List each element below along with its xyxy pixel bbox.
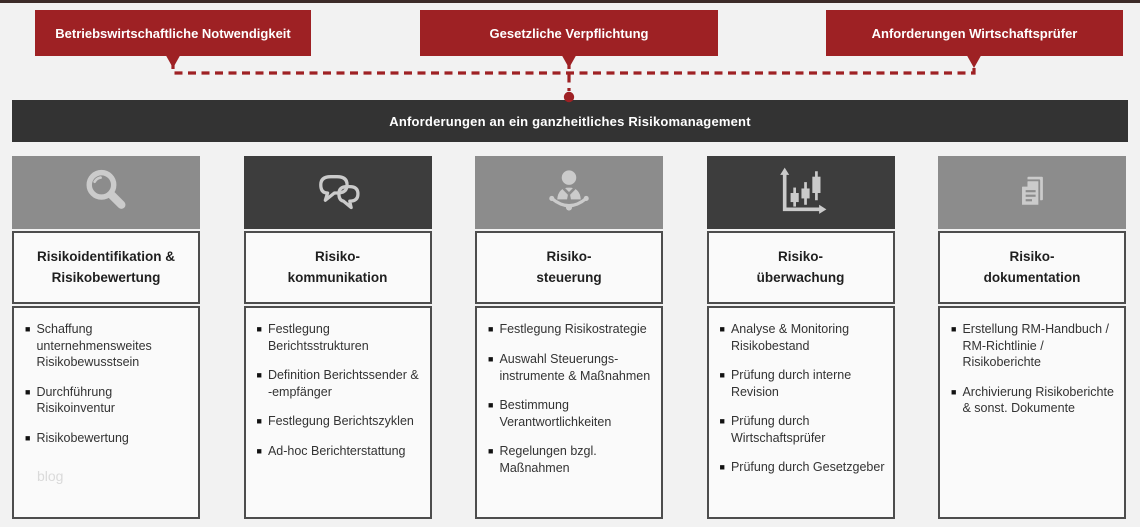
list-item: ■ Schaffung unternehmensweites Risikobew… <box>25 321 190 371</box>
person-icon <box>549 169 589 211</box>
list-item: ■ Festlegung Berichtsstrukturen <box>257 321 422 354</box>
requirement-box: Gesetzliche Verpflichtung <box>420 10 718 56</box>
banner: Anforderungen an ein ganzheitliches Risi… <box>12 100 1128 142</box>
process-columns: Risikoidentifikation & Risikobewertung ■… <box>12 156 1126 519</box>
column-title: Risiko- steuerung <box>475 231 663 304</box>
list-item-text: Regelungen bzgl. Maßnahmen <box>499 444 597 475</box>
column-bullet-list: ■ Festlegung Risikostrategie ■ Auswahl S… <box>475 306 663 519</box>
list-item: ■ Erstellung RM-Handbuch / RM-Richtlinie… <box>951 321 1116 371</box>
requirement-box: Betriebswirtschaftliche Notwendigkeit <box>35 10 311 56</box>
list-item-text: Auswahl Steuerungs-instrumente & Maßnahm… <box>499 352 651 383</box>
column-title: Risikoidentifikation & Risikobewertung <box>12 231 200 304</box>
bullet-icon: ■ <box>488 400 494 411</box>
list-item: ■ Auswahl Steuerungs-instrumente & Maßna… <box>488 351 653 384</box>
process-column: Risiko- kommunikation ■ Festlegung Beric… <box>243 156 432 519</box>
bullet-icon: ■ <box>25 386 31 397</box>
list-item: ■ Analyse & Monitoring Risikobestand <box>720 321 885 354</box>
list-item-text: Festlegung Berichtsstrukturen <box>267 322 369 353</box>
column-bullet-list: ■ Schaffung unternehmensweites Risikobew… <box>12 306 200 519</box>
bullet-icon: ■ <box>719 324 725 334</box>
list-item-text: Festlegung Risikostrategie <box>499 322 647 336</box>
list-item-text: Risikobewertung <box>36 430 129 445</box>
requirement-box-label: Betriebswirtschaftliche Notwendigkeit <box>55 25 291 41</box>
column-icon-header <box>12 156 200 229</box>
list-item-text: Archivierung Risikoberichte & sonst. Dok… <box>962 384 1114 416</box>
list-item: ■ Definition Berichtssender & -empfänger <box>257 367 422 400</box>
process-column: Risiko- überwachung ■ Analyse & Monitori… <box>706 156 895 519</box>
chat-bubbles-icon <box>318 174 360 209</box>
column-icon-header <box>938 156 1126 229</box>
top-edge-strip <box>0 0 1140 3</box>
dashed-connector-path <box>171 61 976 91</box>
bullet-icon: ■ <box>951 386 957 397</box>
column-icon-header <box>706 156 895 229</box>
bullet-icon: ■ <box>25 432 31 443</box>
list-item: ■ Archivierung Risikoberichte & sonst. D… <box>951 384 1116 417</box>
column-title: Risiko- kommunikation <box>243 231 432 304</box>
bullet-icon: ■ <box>719 370 725 380</box>
column-bullet-list: ■ Festlegung Berichtsstrukturen ■ Defini… <box>243 306 432 519</box>
list-item: ■ Festlegung Berichtszyklen <box>257 413 422 430</box>
banner-label: Anforderungen an ein ganzheitliches Risi… <box>389 113 751 129</box>
bullet-icon: ■ <box>256 370 262 380</box>
list-item-text: Bestimmung Verantwortlichkeiten <box>499 398 612 429</box>
bullet-icon: ■ <box>25 324 31 334</box>
list-item: ■ Festlegung Risikostrategie <box>488 321 653 338</box>
column-icon-header <box>243 156 432 229</box>
bullet-icon: ■ <box>256 446 262 457</box>
bullet-icon: ■ <box>719 416 725 426</box>
list-item-text: Schaffung unternehmensweites Risikobewus… <box>36 322 152 369</box>
bullet-icon: ■ <box>488 354 494 365</box>
list-item-text: Erstellung RM-Handbuch / RM-Richtlinie /… <box>962 322 1110 369</box>
requirement-box: Anforderungen Wirtschaftsprüfer <box>826 10 1123 56</box>
list-item: ■ Prüfung durch interne Revision <box>720 367 885 400</box>
column-title: Risiko- überwachung <box>706 231 895 304</box>
list-item-text: Festlegung Berichtszyklen <box>267 414 414 428</box>
candlestick-chart-icon <box>779 167 826 214</box>
list-item-text: Definition Berichtssender & -empfänger <box>267 368 419 399</box>
magnifier-icon <box>86 169 126 209</box>
list-item-text: Ad-hoc Berichterstattung <box>267 444 406 459</box>
requirement-box-label: Gesetzliche Verpflichtung <box>489 25 649 41</box>
list-item: ■ Bestimmung Verantwortlichkeiten <box>488 397 653 430</box>
bullet-icon: ■ <box>488 446 494 457</box>
list-item-text: Prüfung durch Wirtschaftsprüfer <box>730 414 826 445</box>
bullet-icon: ■ <box>951 324 957 334</box>
bullet-icon: ■ <box>719 462 725 472</box>
column-bullet-list: ■ Erstellung RM-Handbuch / RM-Richtlinie… <box>938 306 1126 519</box>
list-item-text: Prüfung durch Gesetzgeber <box>730 460 885 474</box>
column-title: Risiko- dokumentation <box>938 231 1126 304</box>
list-item: ■ Risikobewertung <box>25 430 190 447</box>
watermark: blog <box>37 468 64 484</box>
bullet-icon: ■ <box>488 324 494 334</box>
column-icon-header <box>475 156 663 229</box>
process-column: Risiko- steuerung ■ Festlegung Risikostr… <box>475 156 663 519</box>
list-item: ■ Ad-hoc Berichterstattung <box>257 443 422 460</box>
list-item: ■ Regelungen bzgl. Maßnahmen <box>488 443 653 476</box>
process-column: Risikoidentifikation & Risikobewertung ■… <box>12 156 200 519</box>
requirement-box-label: Anforderungen Wirtschaftsprüfer <box>871 25 1078 41</box>
list-item-text: Analyse & Monitoring Risikobestand <box>730 322 850 353</box>
list-item-text: Durchführung Risikoinventur <box>36 384 115 416</box>
list-item-text: Prüfung durch interne Revision <box>730 368 852 399</box>
process-column: Risiko- dokumentation ■ Erstellung RM-Ha… <box>938 156 1126 519</box>
documents-icon <box>1020 174 1045 207</box>
bullet-icon: ■ <box>256 416 262 426</box>
column-bullet-list: ■ Analyse & Monitoring Risikobestand ■ P… <box>706 306 895 519</box>
list-item: ■ Durchführung Risikoinventur <box>25 384 190 417</box>
list-item: ■ Prüfung durch Gesetzgeber <box>720 459 885 476</box>
bullet-icon: ■ <box>256 324 262 334</box>
list-item: ■ Prüfung durch Wirtschaftsprüfer <box>720 413 885 446</box>
